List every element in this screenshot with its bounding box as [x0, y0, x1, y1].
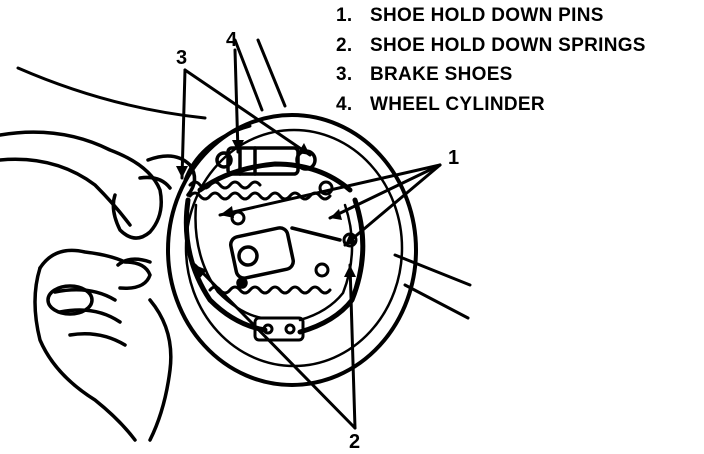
- callout-3-shoes: 3: [176, 48, 187, 68]
- leader-arrowheads: [176, 140, 356, 278]
- lower-hand-with-tool: [35, 250, 171, 440]
- legend-item-2: 2.SHOE HOLD DOWN SPRINGS: [336, 31, 646, 61]
- callout-2-springs: 2: [349, 432, 360, 452]
- legend-item-4: 4.WHEEL CYLINDER: [336, 90, 646, 120]
- parts-legend: 1.SHOE HOLD DOWN PINS 2.SHOE HOLD DOWN S…: [336, 1, 646, 119]
- hub-adjuster: [229, 226, 340, 287]
- upper-hand: [0, 132, 195, 238]
- callout-4-cylinder: 4: [226, 30, 237, 50]
- legend-item-1: 1.SHOE HOLD DOWN PINS: [336, 1, 646, 31]
- legend-item-3: 3.BRAKE SHOES: [336, 60, 646, 90]
- callout-1-pins: 1: [448, 148, 459, 168]
